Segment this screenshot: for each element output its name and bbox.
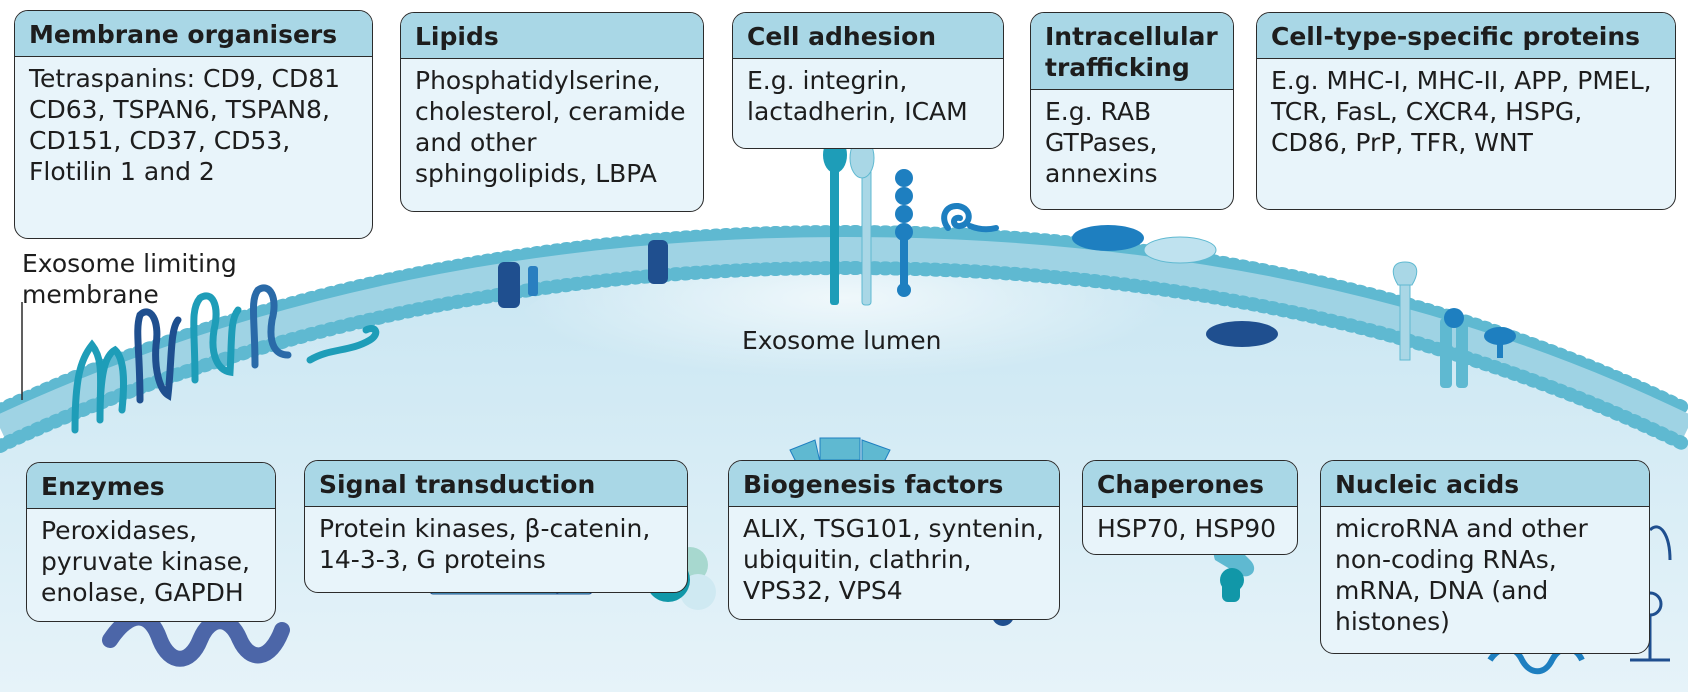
- box-body: Tetraspanins: CD9, CD81 CD63, TSPAN6, TS…: [29, 64, 341, 186]
- box-title: Biogenesis factors: [729, 461, 1059, 507]
- box-body: Protein kinases, β-catenin, 14-3-3, G pr…: [319, 514, 651, 574]
- box-title: Cell-type-specific proteins: [1257, 13, 1675, 59]
- box-title: Enzymes: [27, 463, 275, 509]
- membrane-label: Exosome limiting membrane: [22, 249, 237, 309]
- lipids-box: Lipids Phosphatidylserine, cholesterol, …: [400, 12, 704, 212]
- signal-transduction-box: Signal transduction Protein kinases, β-c…: [304, 460, 688, 593]
- box-body: microRNA and other non-coding RNAs, mRNA…: [1335, 514, 1588, 636]
- intracellular-trafficking-box: Intracellular trafficking E.g. RAB GTPas…: [1030, 12, 1234, 210]
- box-body: E.g. MHC-I, MHC-II, APP, PMEL, TCR, FasL…: [1271, 66, 1652, 157]
- chaperones-box: Chaperones HSP70, HSP90: [1082, 460, 1298, 555]
- box-title: Lipids: [401, 13, 703, 59]
- trafficking-proteins: [1072, 225, 1278, 347]
- box-body: Peroxidases, pyruvate kinase, enolase, G…: [41, 516, 250, 607]
- box-body: HSP70, HSP90: [1097, 514, 1277, 543]
- box-body: E.g. RAB GTPases, annexins: [1045, 97, 1158, 188]
- box-title: Membrane organisers: [15, 11, 372, 57]
- lipid-raft-marks: [498, 240, 668, 308]
- cell-specific-receptors: [1392, 261, 1516, 388]
- box-body: E.g. integrin, lactadherin, ICAM: [747, 66, 968, 126]
- cell-type-specific-box: Cell-type-specific proteins E.g. MHC-I, …: [1256, 12, 1676, 210]
- nucleic-acids-box: Nucleic acids microRNA and other non-cod…: [1320, 460, 1650, 654]
- cell-adhesion-box: Cell adhesion E.g. integrin, lactadherin…: [732, 12, 1004, 149]
- box-body: Phosphatidylserine, cholesterol, ceramid…: [415, 66, 686, 188]
- box-title: Cell adhesion: [733, 13, 1003, 59]
- box-title: Nucleic acids: [1321, 461, 1649, 507]
- box-body: ALIX, TSG101, syntenin, ubiquitin, clath…: [743, 514, 1044, 605]
- adhesion-receptors: [823, 137, 999, 306]
- membrane-organisers-box: Membrane organisers Tetraspanins: CD9, C…: [14, 10, 373, 239]
- enzymes-box: Enzymes Peroxidases, pyruvate kinase, en…: [26, 462, 276, 622]
- box-title: Signal transduction: [305, 461, 687, 507]
- box-title: Intracellular trafficking: [1031, 13, 1233, 90]
- biogenesis-factors-box: Biogenesis factors ALIX, TSG101, synteni…: [728, 460, 1060, 620]
- tetraspanin-proteins: [71, 284, 380, 434]
- lumen-label: Exosome lumen: [742, 326, 942, 355]
- box-title: Chaperones: [1083, 461, 1297, 507]
